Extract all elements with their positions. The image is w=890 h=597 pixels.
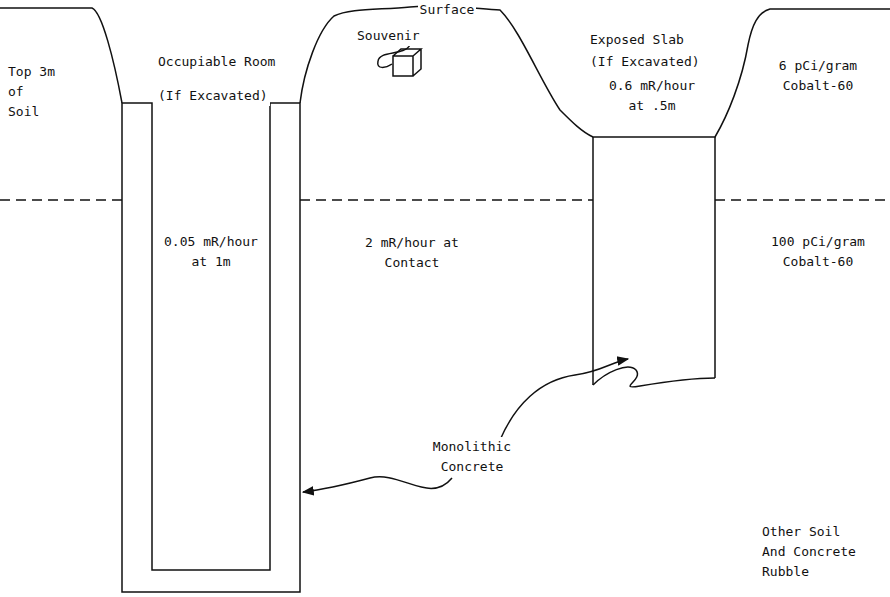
material-label: Monolithic Concrete	[424, 437, 520, 477]
soil-layer-label: Top 3m of Soil	[6, 62, 58, 122]
leader-line	[303, 477, 452, 492]
leader-line	[500, 359, 628, 440]
concentration-label: 6 pCi/gram Cobalt-60	[770, 56, 866, 96]
ground-surface	[300, 6, 890, 137]
condition-note: (If Excavated)	[156, 86, 270, 106]
material-label: Other Soil And Concrete Rubble	[760, 522, 872, 582]
souvenir-cube	[393, 49, 421, 76]
soil-layer-boundary	[0, 199, 890, 201]
dose-rate-label: 2 mR/hour at Contact	[360, 233, 464, 273]
surface-label: Surface	[418, 0, 477, 20]
condition-note: (If Excavated)	[588, 52, 702, 72]
dose-rate-label: 0.05 mR/hour at 1m	[156, 232, 266, 272]
leader-line	[378, 45, 410, 67]
dose-rate-label: 0.6 mR/hour at .5m	[600, 76, 704, 116]
concentration-label: 100 pCi/gram Cobalt-60	[762, 232, 874, 272]
slab-break-line	[593, 367, 715, 387]
souvenir-label: Souvenir	[355, 26, 422, 46]
slab-label: Exposed Slab	[588, 30, 686, 50]
concrete-slab	[593, 137, 715, 385]
room-label: Occupiable Room	[156, 52, 277, 72]
room-concrete-wall	[122, 103, 300, 592]
